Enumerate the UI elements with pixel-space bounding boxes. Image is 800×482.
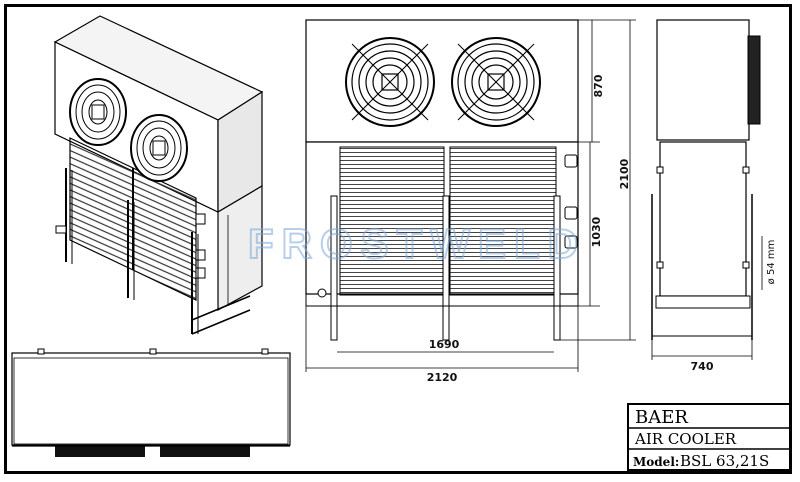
dimension-lines <box>305 19 763 372</box>
top-view <box>11 348 291 457</box>
dim-depth-total: 740 <box>691 360 714 373</box>
title-brand: BAER <box>635 407 688 428</box>
iso-fan-right <box>130 114 188 182</box>
watermark: FROSTWELD <box>248 220 586 267</box>
title-block <box>627 403 791 471</box>
dim-height-coil: 1030 <box>590 216 603 247</box>
side-view <box>651 19 761 340</box>
drawing-frame <box>4 4 792 474</box>
front-view <box>305 19 579 341</box>
front-fan-right <box>451 37 541 127</box>
isometric-view <box>53 15 264 335</box>
iso-fan-left <box>69 78 127 146</box>
dim-height-total: 2100 <box>618 158 631 189</box>
dim-width-legs: 1690 <box>429 338 460 351</box>
title-model-value: BSL 63,21S <box>680 452 769 470</box>
dim-height-top: 870 <box>592 74 605 97</box>
title-model-label: Model: <box>633 455 679 469</box>
title-product: AIR COOLER <box>634 430 737 448</box>
dim-width-total: 2120 <box>427 371 458 384</box>
front-fan-left <box>345 37 435 127</box>
dim-pipe-diameter: ø 54 mm <box>766 240 777 285</box>
